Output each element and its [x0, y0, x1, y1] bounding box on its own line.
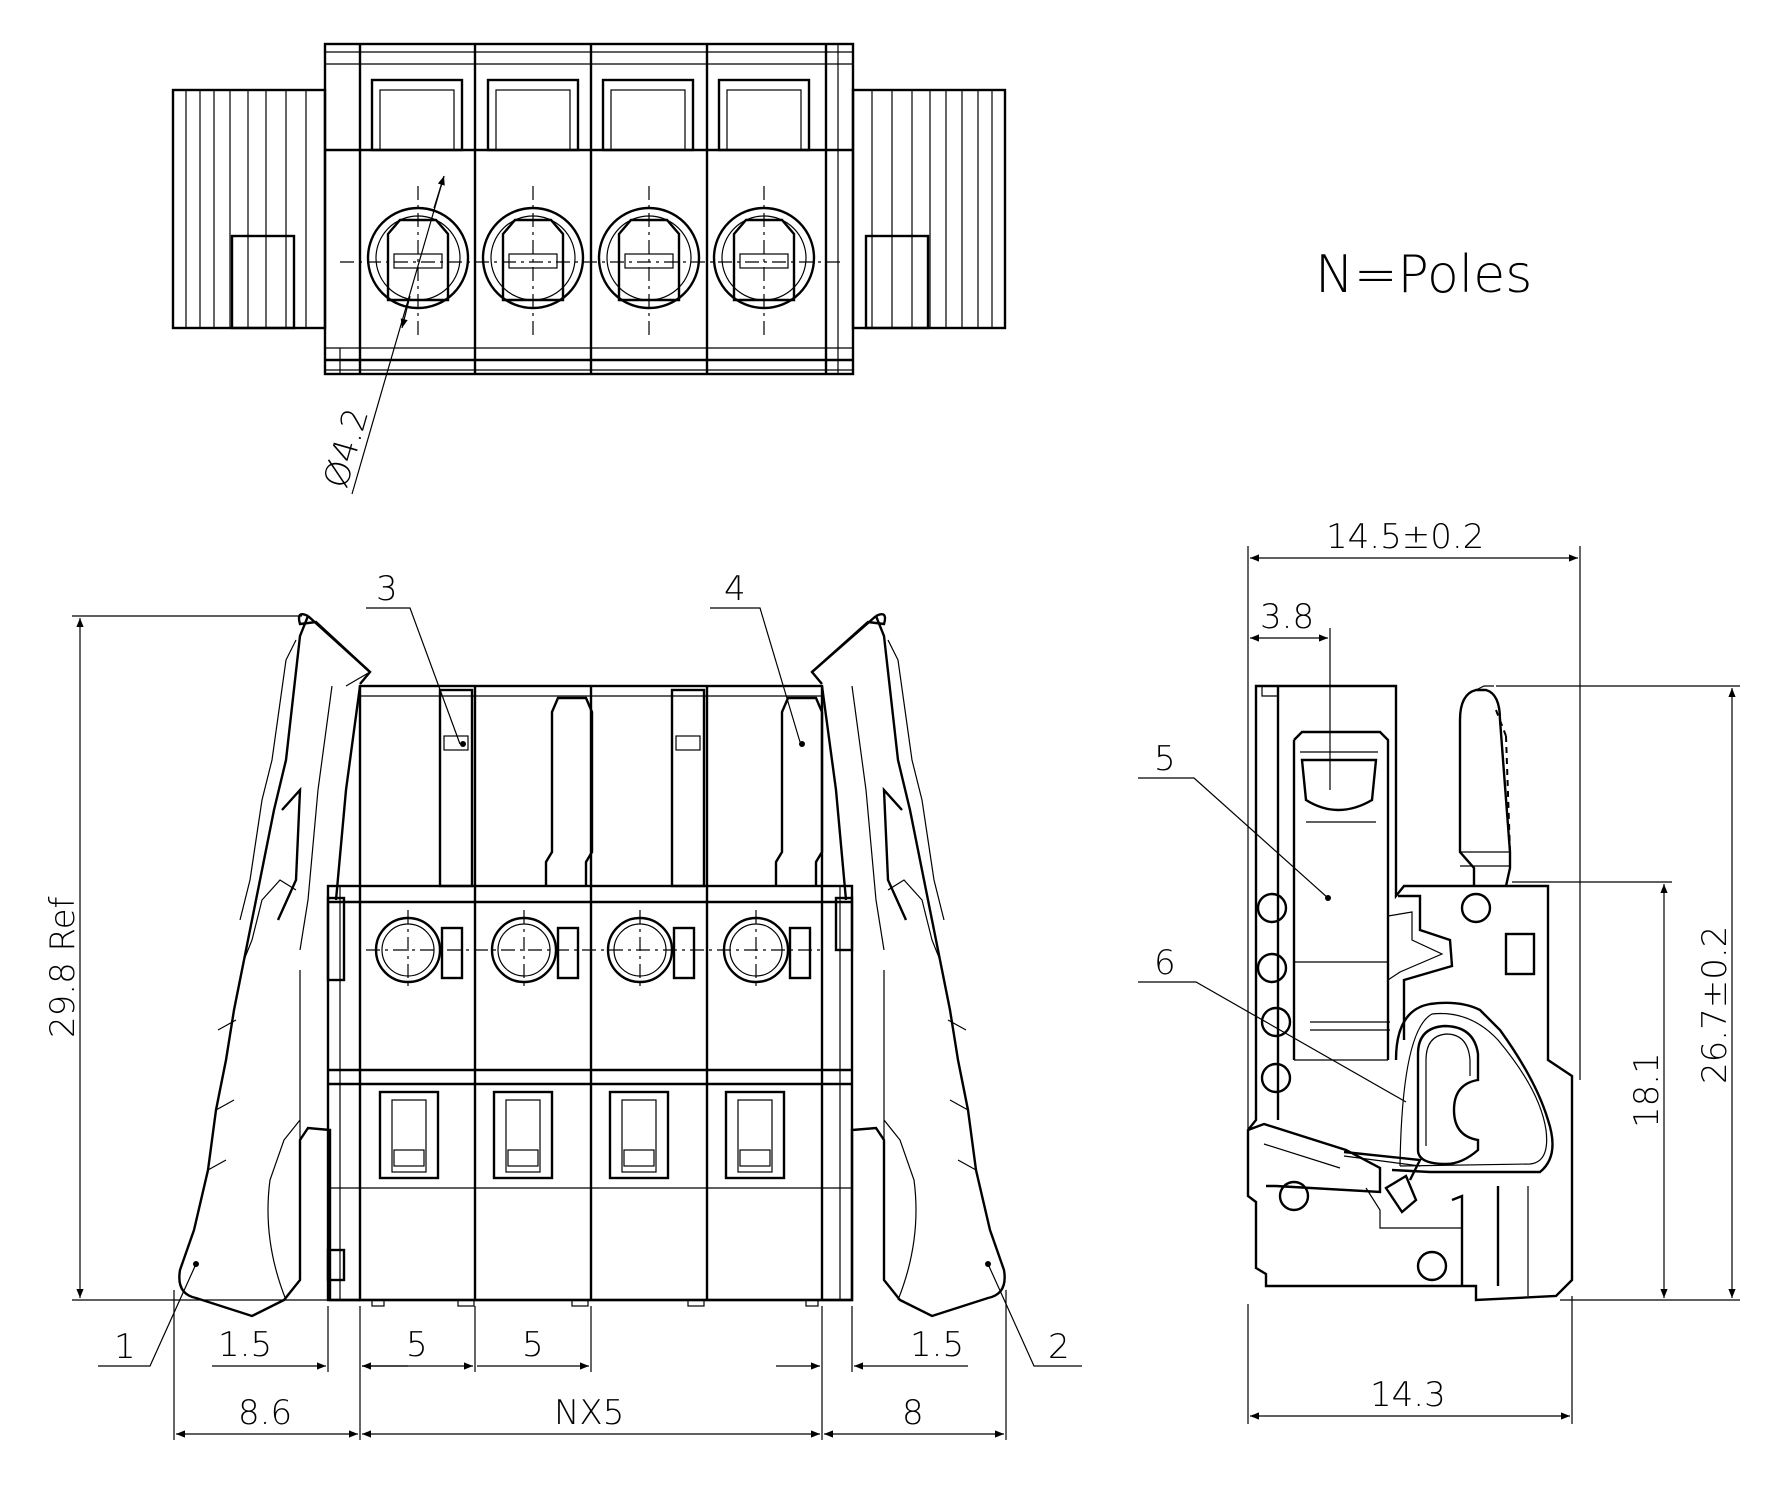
top-housing: [323, 42, 855, 376]
side-height-total: 26.7±0.2: [1496, 685, 1740, 1301]
right-flange: [851, 88, 1007, 330]
dim-pitch-2: 5: [522, 1325, 544, 1365]
top-view: Ø4.2: [171, 42, 1007, 495]
dims-row-1: 1.5 5 5 1.5: [212, 1325, 968, 1370]
diameter-label: Ø4.2: [316, 404, 377, 493]
width-bottom-label: 14.3: [1370, 1375, 1446, 1415]
right-latch: [810, 613, 1006, 1318]
callout-1: 1: [114, 1327, 136, 1367]
dim-right-width: 8: [902, 1393, 924, 1433]
callout-4: 4: [724, 569, 746, 609]
front-view: 29.8 Ref 1.5 5 5 1.5 8.6: [43, 569, 1082, 1440]
width-top-label: 14.5±0.2: [1326, 517, 1484, 557]
dim-nx5: NX5: [554, 1393, 624, 1433]
screw-holes: [366, 910, 820, 990]
poles-note: N=Poles: [1315, 245, 1532, 305]
wire-openings: [378, 1090, 786, 1180]
dim-pitch-1: 5: [406, 1325, 428, 1365]
dim-left-offset: 1.5: [218, 1325, 272, 1365]
side-height-inner: 18.1: [1512, 881, 1672, 1298]
left-latch: [178, 613, 372, 1318]
left-flange: [171, 88, 327, 330]
callout-6: 6: [1154, 943, 1176, 983]
dim-right-offset: 1.5: [910, 1325, 964, 1365]
side-width-bottom: 14.3: [1247, 1296, 1573, 1424]
side-view: 14.5±0.2 3.8 26.7±0.2 18.1 14.3: [1138, 517, 1740, 1424]
height-inner-label: 18.1: [1627, 1052, 1667, 1128]
height-label: 29.8 Ref: [43, 896, 83, 1038]
offset-label: 3.8: [1260, 597, 1314, 637]
clamp-spring: [1310, 894, 1554, 1214]
dim-left-width: 8.6: [238, 1393, 292, 1433]
height-total-label: 26.7±0.2: [1695, 926, 1735, 1084]
side-holes: [1256, 892, 1492, 1282]
callout-3: 3: [376, 569, 398, 609]
side-callouts: 5 6: [1138, 739, 1407, 1103]
dims-row-2: 8.6 NX5 8: [176, 1393, 1004, 1438]
callout-5: 5: [1154, 739, 1176, 779]
side-offset: 3.8: [1250, 597, 1331, 790]
height-dimension: 29.8 Ref: [43, 615, 330, 1301]
side-width-top: 14.5±0.2: [1247, 517, 1581, 1130]
front-callouts: 1 2 3 4: [98, 569, 1082, 1367]
callout-2: 2: [1048, 1327, 1070, 1367]
